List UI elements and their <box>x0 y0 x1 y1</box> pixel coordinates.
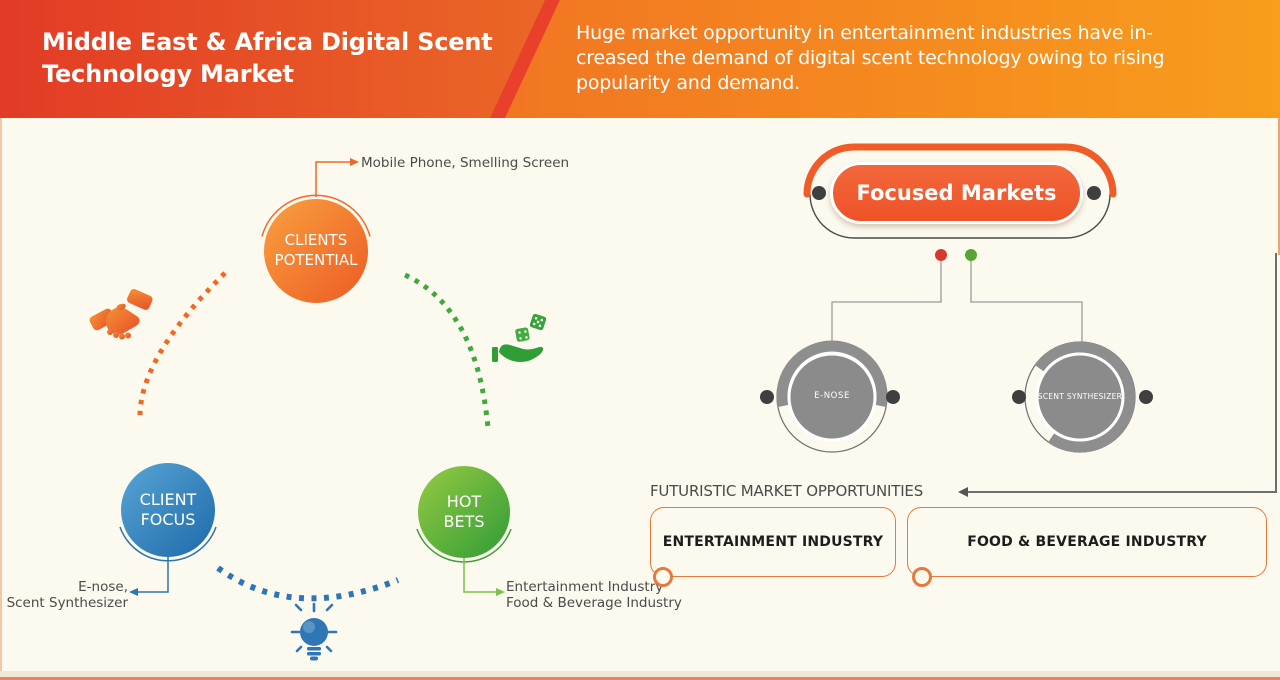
box-corner-ring-2 <box>912 567 932 587</box>
dotted-arc-orange <box>137 271 227 416</box>
tree-connectors <box>831 249 1083 342</box>
red-dot <box>935 249 947 261</box>
dotted-arc-green <box>403 272 491 429</box>
clients-potential-label: CLIENTS POTENTIAL <box>274 231 358 269</box>
page-title: Middle East & Africa Digital Scent Techn… <box>42 28 493 89</box>
entertainment-industry-box: ENTERTAINMENT INDUSTRY <box>650 507 896 577</box>
handshake-icon <box>89 289 153 340</box>
content-area: CLIENTS POTENTIAL CLIENT FOCUS HOT BETS … <box>0 118 1280 680</box>
e-nose-label: E-NOSE <box>814 391 850 401</box>
green-dot <box>965 249 977 261</box>
callout-mobile-phone: Mobile Phone, Smelling Screen <box>361 155 570 171</box>
client-focus-circle <box>119 463 217 596</box>
focused-markets-title: Focused Markets <box>856 181 1057 205</box>
dotted-arc-blue <box>216 565 400 602</box>
lightbulb-icon <box>290 602 338 661</box>
clients-potential-circle <box>261 158 371 303</box>
focused-markets-pill: Focused Markets <box>830 162 1083 224</box>
hot-bets-circle <box>416 466 512 596</box>
e-nose-node <box>760 340 900 453</box>
callout-entertainment: Entertainment Industry Food & Beverage I… <box>506 579 682 612</box>
header-banner: Middle East & Africa Digital Scent Techn… <box>0 0 1280 118</box>
scent-synthesizer-label: SCENT SYNTHESIZER <box>1037 392 1123 401</box>
futuristic-arrow <box>958 253 1277 497</box>
header-description: Huge market opportunity in entertainment… <box>576 22 1165 95</box>
futuristic-heading: FUTURISTIC MARKET OPPORTUNITIES <box>650 482 924 500</box>
focused-markets-outline <box>803 143 1117 239</box>
header-gradient-left <box>0 0 545 118</box>
hot-bets-label: HOT BETS <box>443 492 485 531</box>
scent-synthesizer-node <box>1012 341 1153 453</box>
box-corner-ring-1 <box>653 567 673 587</box>
dice-in-hand-icon <box>492 313 547 363</box>
diagram-graphics <box>89 143 1277 661</box>
callout-enose: E-nose, Scent Synthesizer <box>6 579 128 612</box>
entertainment-industry-label: ENTERTAINMENT INDUSTRY <box>662 534 884 550</box>
client-focus-label: CLIENT FOCUS <box>139 490 197 529</box>
header-gradient-right <box>505 0 1280 118</box>
food-beverage-industry-box: FOOD & BEVERAGE INDUSTRY <box>907 507 1267 577</box>
food-beverage-industry-label: FOOD & BEVERAGE INDUSTRY <box>967 534 1207 550</box>
